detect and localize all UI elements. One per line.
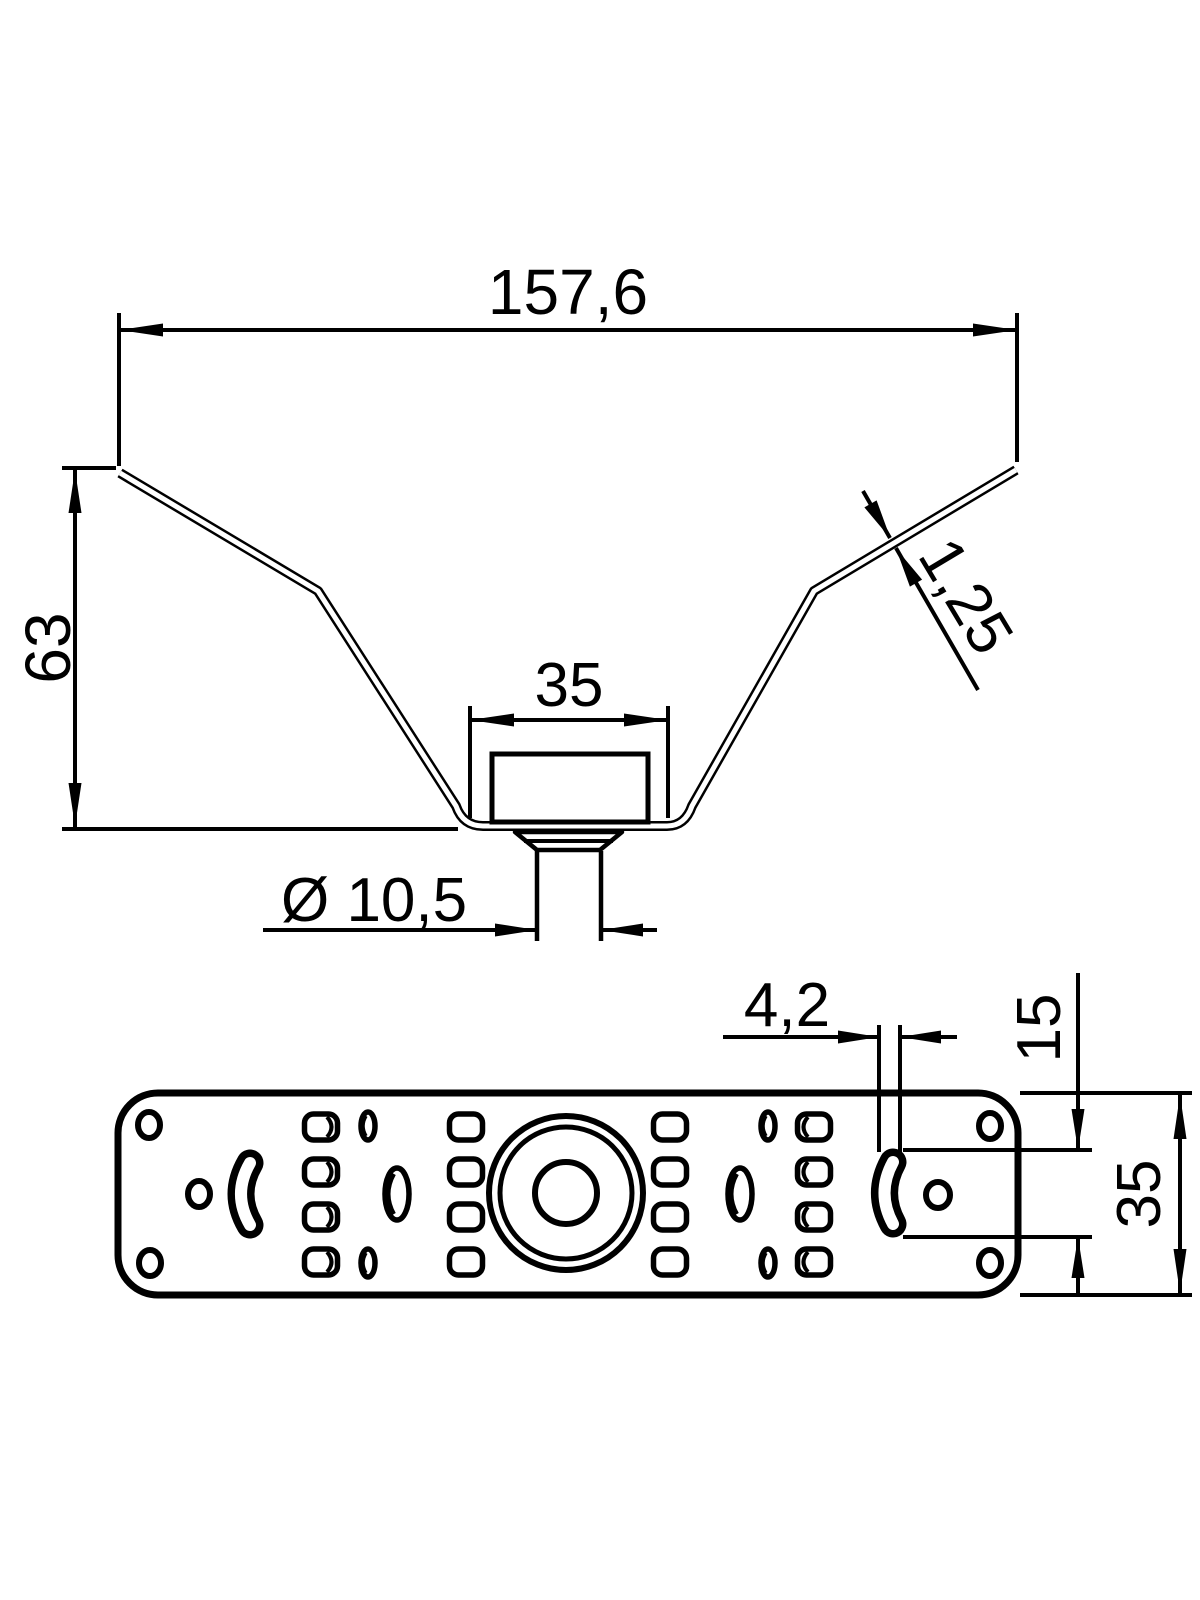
dim-stud-diameter: Ø 10,5 <box>263 866 657 937</box>
center-hole <box>532 1159 600 1227</box>
arrowhead <box>601 923 643 937</box>
arrowhead <box>495 923 537 937</box>
vent-hole <box>650 1156 690 1188</box>
dim-label-stud-diameter: Ø 10,5 <box>281 866 467 935</box>
louver-edge-line <box>325 1250 334 1274</box>
dim-label-channel-width: 35 <box>535 651 604 720</box>
vent-hole <box>794 1246 834 1278</box>
center-boss-outer <box>486 1113 646 1273</box>
vent-hole-grid <box>301 1111 834 1278</box>
pilot-hole <box>923 1179 953 1211</box>
louver-oval <box>358 1109 378 1143</box>
arrowhead <box>973 323 1017 337</box>
arrowhead <box>900 1030 941 1044</box>
dim-channel-width: 35 <box>468 651 670 818</box>
vent-hole <box>301 1156 341 1188</box>
arrowhead <box>864 500 891 539</box>
vent-hole <box>650 1111 690 1143</box>
louver-edge-line <box>729 1173 739 1215</box>
dim-label-plate-width: 35 <box>1105 1160 1174 1229</box>
sheet-profile-core <box>118 467 1018 829</box>
center-boss-ring <box>497 1124 635 1262</box>
arrowhead <box>838 1030 879 1044</box>
arrowhead <box>1173 1249 1187 1293</box>
clamp-nut <box>489 751 651 825</box>
louver-edge-line <box>386 1173 396 1215</box>
vent-hole <box>446 1111 486 1143</box>
louver-oval <box>758 1109 778 1143</box>
louver-oval <box>358 1246 378 1280</box>
vent-hole <box>650 1201 690 1233</box>
arrowhead <box>68 783 82 826</box>
dim-overall-width: 157,6 <box>117 256 1019 466</box>
louver-edge-line <box>325 1205 334 1229</box>
dim-slot-width: 4,2 <box>723 971 957 1152</box>
louver-edge-line <box>361 1115 368 1137</box>
dim-label-slot-length: 15 <box>1005 994 1074 1063</box>
louver-edge-line <box>801 1115 810 1139</box>
arrowhead <box>1071 1237 1085 1278</box>
arrowhead <box>1071 1109 1085 1150</box>
louver-edge-line <box>801 1205 810 1229</box>
vent-hole <box>301 1246 341 1278</box>
louver-edge-line <box>761 1115 768 1137</box>
corner-hole <box>135 1109 163 1141</box>
vent-hole <box>794 1156 834 1188</box>
dim-plate-width: 35 <box>1020 1091 1192 1297</box>
vent-hole <box>650 1246 690 1278</box>
dim-label-height: 63 <box>12 612 84 683</box>
arc-slot-left-core <box>235 1157 256 1231</box>
louver-ellipse <box>382 1165 412 1223</box>
louver-oval <box>758 1246 778 1280</box>
corner-hole <box>136 1247 164 1279</box>
arrowhead <box>470 713 514 727</box>
arrowhead <box>624 713 668 727</box>
louver-edge-line <box>761 1252 768 1274</box>
dim-slot-length: 15 <box>903 973 1092 1295</box>
arrowhead <box>119 323 163 337</box>
dim-label-slot-width: 4,2 <box>744 971 830 1040</box>
vent-hole <box>794 1201 834 1233</box>
corner-hole <box>976 1110 1004 1142</box>
arrowhead <box>1173 1095 1187 1139</box>
corner-hole <box>976 1247 1004 1279</box>
dim-thickness: 1,25 <box>861 490 1026 692</box>
louver-ellipse <box>725 1165 755 1223</box>
vent-hole <box>301 1111 341 1143</box>
vent-hole <box>301 1201 341 1233</box>
dim-label-overall-width: 157,6 <box>488 256 648 328</box>
arrowhead <box>68 470 82 513</box>
vent-hole <box>446 1156 486 1188</box>
louver-edge-line <box>325 1160 334 1184</box>
louver-edge-line <box>361 1252 368 1274</box>
louver-edge-line <box>801 1250 810 1274</box>
front-view: 157,6 63 35 1,25 <box>12 256 1026 941</box>
mounting-plate <box>114 1089 1022 1299</box>
vent-hole <box>446 1201 486 1233</box>
pilot-hole <box>185 1178 213 1210</box>
louver-edge-line <box>325 1115 334 1139</box>
plan-view: 4,2 15 35 <box>114 971 1192 1299</box>
vent-hole <box>446 1246 486 1278</box>
arc-slot-right-core <box>878 1156 899 1230</box>
louver-edge-line <box>801 1160 810 1184</box>
arrowhead <box>896 548 923 587</box>
vent-hole <box>794 1111 834 1143</box>
dim-height: 63 <box>12 466 458 831</box>
